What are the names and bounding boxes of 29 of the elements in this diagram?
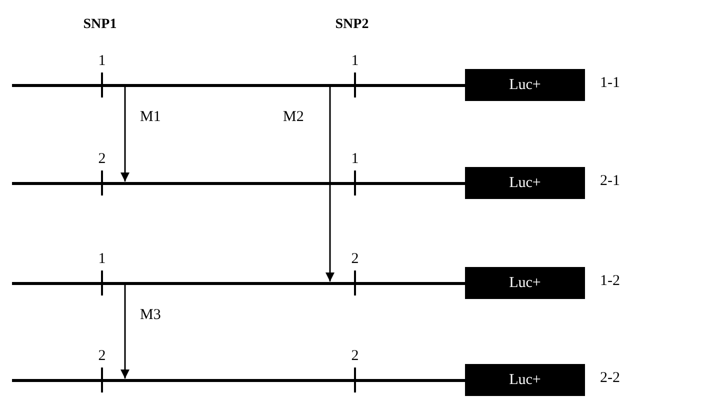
construct-label: 2-2 — [600, 370, 620, 387]
gene-label: Luc+ — [509, 372, 541, 388]
arrow — [120, 86, 130, 182]
dna-line — [12, 182, 465, 184]
dna-line — [12, 378, 465, 382]
arrow — [326, 86, 334, 282]
gene-label: Luc+ — [509, 174, 541, 192]
allele-number: 2 — [351, 251, 359, 268]
gene-box — [465, 364, 585, 396]
allele-number: 1 — [98, 251, 106, 268]
allele-number: 2 — [98, 348, 106, 365]
construct-label: 1-2 — [600, 273, 620, 290]
gene-box — [465, 267, 585, 299]
gene-label: Luc+ — [509, 274, 541, 292]
allele-number: 2 — [98, 151, 106, 168]
allele-number: 1 — [351, 53, 359, 70]
dna-line — [12, 282, 465, 284]
allele-number: 1 — [98, 53, 106, 70]
snp-label: SNP2 — [335, 17, 369, 33]
gene-label: Luc+ — [509, 76, 541, 94]
allele-number: 2 — [351, 348, 359, 365]
construct-label: 2-1 — [600, 173, 620, 190]
dna-line — [12, 84, 465, 86]
gene-box — [465, 69, 585, 101]
allele-number: 1 — [351, 151, 359, 168]
arrow — [120, 284, 130, 378]
gene-box — [465, 167, 585, 199]
snp-label: SNP1 — [83, 17, 117, 33]
construct-label: 1-1 — [600, 75, 620, 92]
